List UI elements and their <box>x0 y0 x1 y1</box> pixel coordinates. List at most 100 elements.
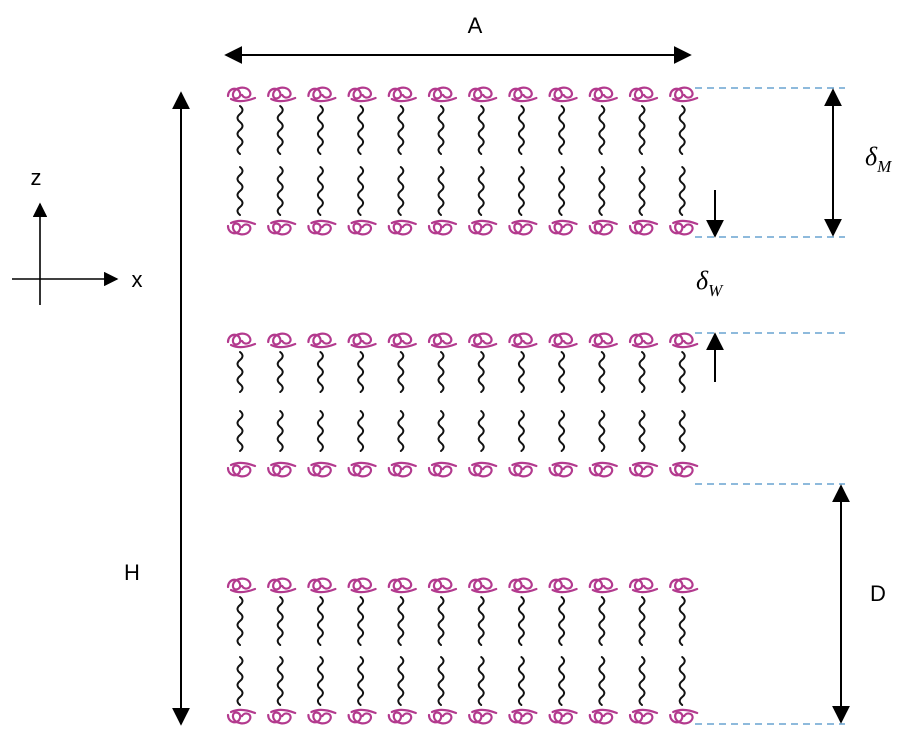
lipid-head <box>468 332 498 349</box>
lipid-tail <box>517 351 525 393</box>
lipid-head <box>588 332 618 349</box>
lipid-tail <box>316 351 324 393</box>
lipid-tail <box>316 656 324 706</box>
lipid-head <box>347 708 377 725</box>
lipid-head <box>307 332 337 349</box>
lipid-head <box>226 86 257 103</box>
lipid-tail <box>276 596 284 646</box>
lipid-head <box>226 708 257 725</box>
lipid-tail <box>517 410 525 452</box>
lipid-tail <box>558 410 566 452</box>
lipid-head <box>387 219 417 236</box>
lipid-tail <box>437 410 445 452</box>
lipid-head <box>226 332 257 349</box>
lipid-head <box>347 577 377 594</box>
lipid-head <box>548 332 578 349</box>
lipid-head <box>669 461 699 478</box>
bilayer <box>226 86 699 236</box>
lipid-tail <box>477 105 485 155</box>
lipid-head <box>387 577 417 594</box>
lipid-head <box>508 577 538 594</box>
lipid-tail <box>357 656 365 706</box>
lipid-head <box>628 577 659 594</box>
lipid-head <box>427 332 458 349</box>
lipid-tail <box>517 166 525 216</box>
lipid-head <box>267 86 297 103</box>
lipid-head <box>508 708 538 725</box>
lipid-head <box>468 577 498 594</box>
x-axis-label: x <box>132 267 143 292</box>
lipid-head <box>307 461 337 478</box>
lipid-head <box>267 332 297 349</box>
lipid-head <box>669 332 699 349</box>
lipid-tail <box>357 596 365 646</box>
lipid-tail <box>558 656 566 706</box>
lipid-tail <box>236 351 244 393</box>
lipid-tail <box>558 105 566 155</box>
lipid-head <box>387 708 417 725</box>
lipid-head <box>669 219 699 236</box>
lipid-tail <box>477 166 485 216</box>
lipid-head <box>588 461 618 478</box>
lipid-tail <box>598 410 606 452</box>
lipid-head <box>508 461 538 478</box>
lipid-head <box>226 461 257 478</box>
z-axis-label: z <box>31 165 42 190</box>
water-thickness-symbol: δ <box>696 266 709 295</box>
lipid-tail <box>678 656 686 706</box>
lipid-head <box>628 332 659 349</box>
lipid-head <box>427 86 458 103</box>
lipid-tail <box>276 166 284 216</box>
lipid-tail <box>397 105 405 155</box>
lipid-head <box>427 219 458 236</box>
lipid-head <box>307 577 337 594</box>
lipid-tail <box>437 656 445 706</box>
lipid-tail <box>357 166 365 216</box>
lipid-head <box>588 86 618 103</box>
lipid-head <box>548 708 578 725</box>
lipid-tail <box>678 105 686 155</box>
lipid-tail <box>236 596 244 646</box>
lipid-head <box>588 219 618 236</box>
lipid-tail <box>598 351 606 393</box>
lipid-tail <box>236 656 244 706</box>
lipid-head <box>267 577 297 594</box>
lipid-tail <box>316 410 324 452</box>
lipid-tail <box>558 596 566 646</box>
guide-lines <box>695 87 845 725</box>
lipid-head <box>588 708 618 725</box>
lipid-tail <box>477 656 485 706</box>
lipid-tail <box>678 410 686 452</box>
lipid-tail <box>397 656 405 706</box>
lipid-tail <box>598 596 606 646</box>
lipid-tail <box>357 410 365 452</box>
membrane-thickness-symbol: δ <box>865 142 878 171</box>
membrane-thickness-label: δM <box>865 142 892 176</box>
coordinate-axes: z x <box>12 165 143 305</box>
lipid-tail <box>678 166 686 216</box>
lipid-tail <box>397 596 405 646</box>
lipid-tail <box>517 105 525 155</box>
lipid-head <box>347 219 377 236</box>
lipid-tail <box>276 351 284 393</box>
lipid-tail <box>236 166 244 216</box>
lipid-tail <box>397 166 405 216</box>
lipid-tail <box>638 656 646 706</box>
lipid-head <box>468 708 498 725</box>
lipid-tail <box>678 596 686 646</box>
lipid-head <box>669 708 699 725</box>
lipid-tail <box>316 166 324 216</box>
lipid-head <box>628 708 659 725</box>
lipid-head <box>307 708 337 725</box>
membrane-thickness-subscript: M <box>876 157 892 176</box>
water-thickness-label: δW <box>696 266 724 300</box>
lipid-tail <box>437 351 445 393</box>
spacing-label: D <box>870 581 886 606</box>
lipid-tail <box>638 410 646 452</box>
lipid-tail <box>397 410 405 452</box>
lipid-head <box>267 708 297 725</box>
lipid-head <box>548 577 578 594</box>
lipid-tail <box>236 105 244 155</box>
lipid-tail <box>276 105 284 155</box>
